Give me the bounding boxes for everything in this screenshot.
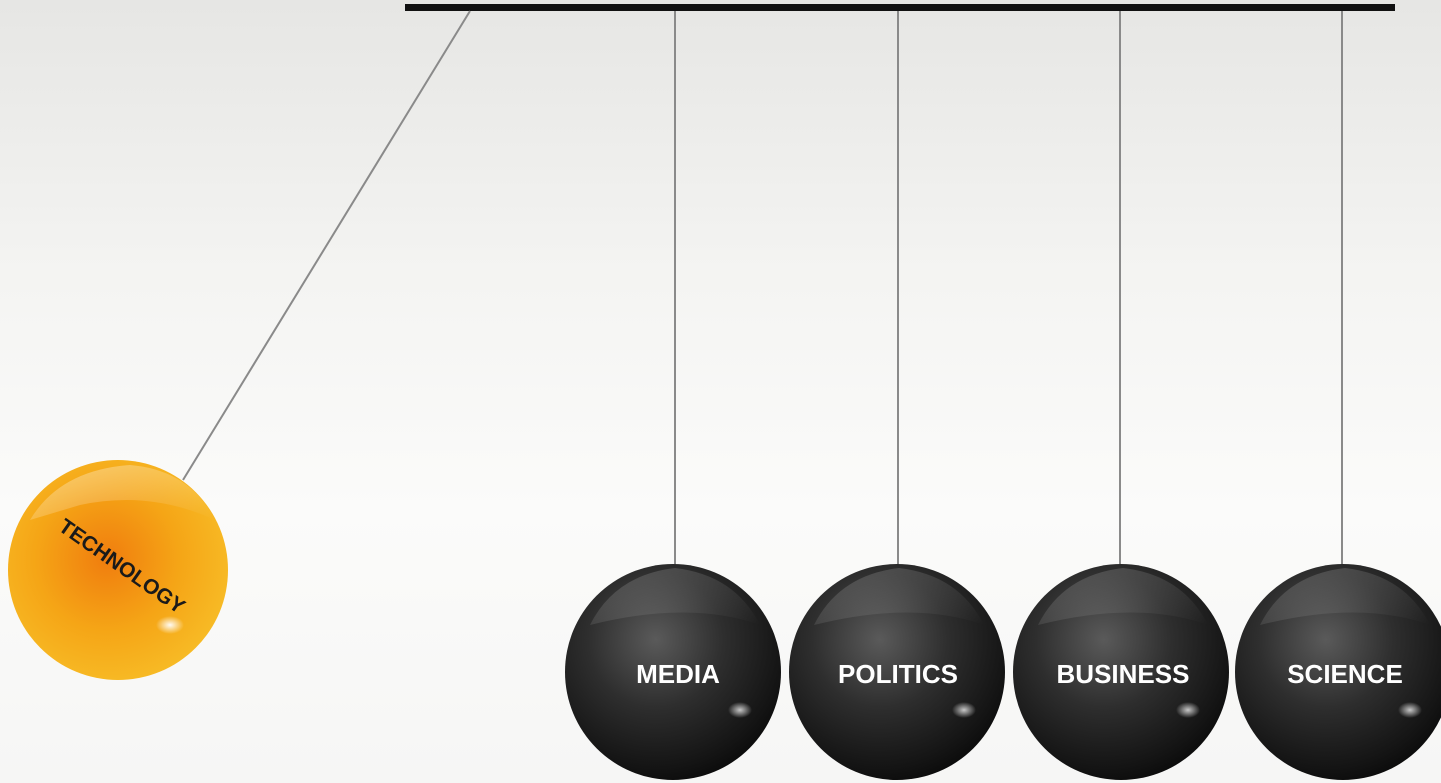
ball-science: SCIENCE	[1235, 564, 1441, 780]
ball-business: BUSINESS	[1013, 564, 1229, 780]
ball-label-media: MEDIA	[636, 659, 720, 689]
ball-label-business: BUSINESS	[1057, 659, 1190, 689]
ball-label-science: SCIENCE	[1287, 659, 1403, 689]
string-technology	[182, 10, 471, 481]
cradle-bar	[405, 4, 1395, 11]
ball-technology: TECHNOLOGY	[8, 460, 228, 680]
ball-politics: POLITICS	[789, 564, 1005, 780]
ball-media: MEDIA	[565, 564, 781, 780]
ball-label-politics: POLITICS	[838, 659, 958, 689]
